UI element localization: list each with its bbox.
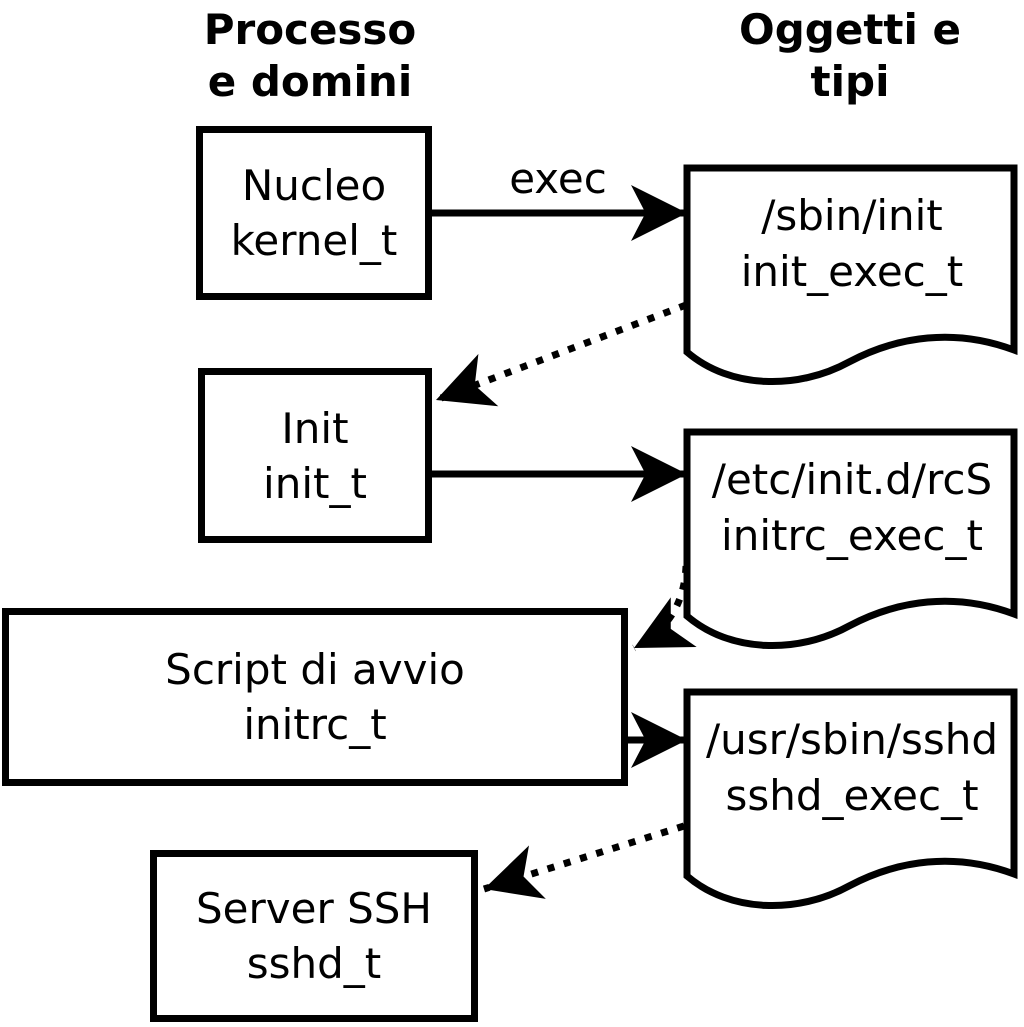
exec-arrow-label: exec [509, 154, 607, 203]
object-type: init_exec_t [740, 247, 964, 296]
process-domain: sshd_t [246, 939, 382, 988]
object-type: sshd_exec_t [725, 771, 979, 820]
process-name: Script di avvio [165, 645, 465, 694]
process-name: Init [281, 403, 349, 453]
process-box-init: Init init_t [198, 368, 432, 543]
column-header-objects-line1: Oggetti e [739, 5, 961, 54]
object-doc-etc-initd-rcs: /etc/init.d/rcS initrc_exec_t [687, 452, 1017, 572]
column-header-objects: Oggetti e tipi [690, 4, 1010, 108]
process-name: Nucleo [241, 161, 387, 210]
process-name: Server SSH [196, 884, 432, 933]
object-doc-sbin-init: /sbin/init init_exec_t [687, 188, 1017, 308]
process-box-initrc: Script di avvio initrc_t [2, 608, 628, 786]
process-box-sshd: Server SSH sshd_t [150, 850, 478, 1022]
process-domain: init_t [263, 458, 367, 508]
transition-arrow-initrcexec-to-initrc [632, 565, 697, 652]
process-domain: kernel_t [230, 216, 398, 265]
column-header-processes-line2: e domini [207, 57, 413, 106]
process-box-kernel: Nucleo kernel_t [196, 126, 432, 300]
process-domain: initrc_t [243, 700, 387, 749]
object-type: initrc_exec_t [721, 511, 983, 560]
transition-arrow-initexec-to-init [434, 301, 688, 407]
object-path: /sbin/init [761, 191, 943, 240]
column-header-processes-line1: Processo [203, 5, 417, 54]
column-header-processes: Processo e domini [150, 4, 470, 108]
object-doc-usr-sbin-sshd: /usr/sbin/sshd sshd_exec_t [687, 712, 1017, 832]
column-header-objects-line2: tipi [810, 57, 890, 106]
object-path: /etc/init.d/rcS [711, 455, 993, 504]
object-path: /usr/sbin/sshd [705, 715, 999, 764]
transition-arrow-sshdexec-to-sshd [482, 822, 686, 899]
